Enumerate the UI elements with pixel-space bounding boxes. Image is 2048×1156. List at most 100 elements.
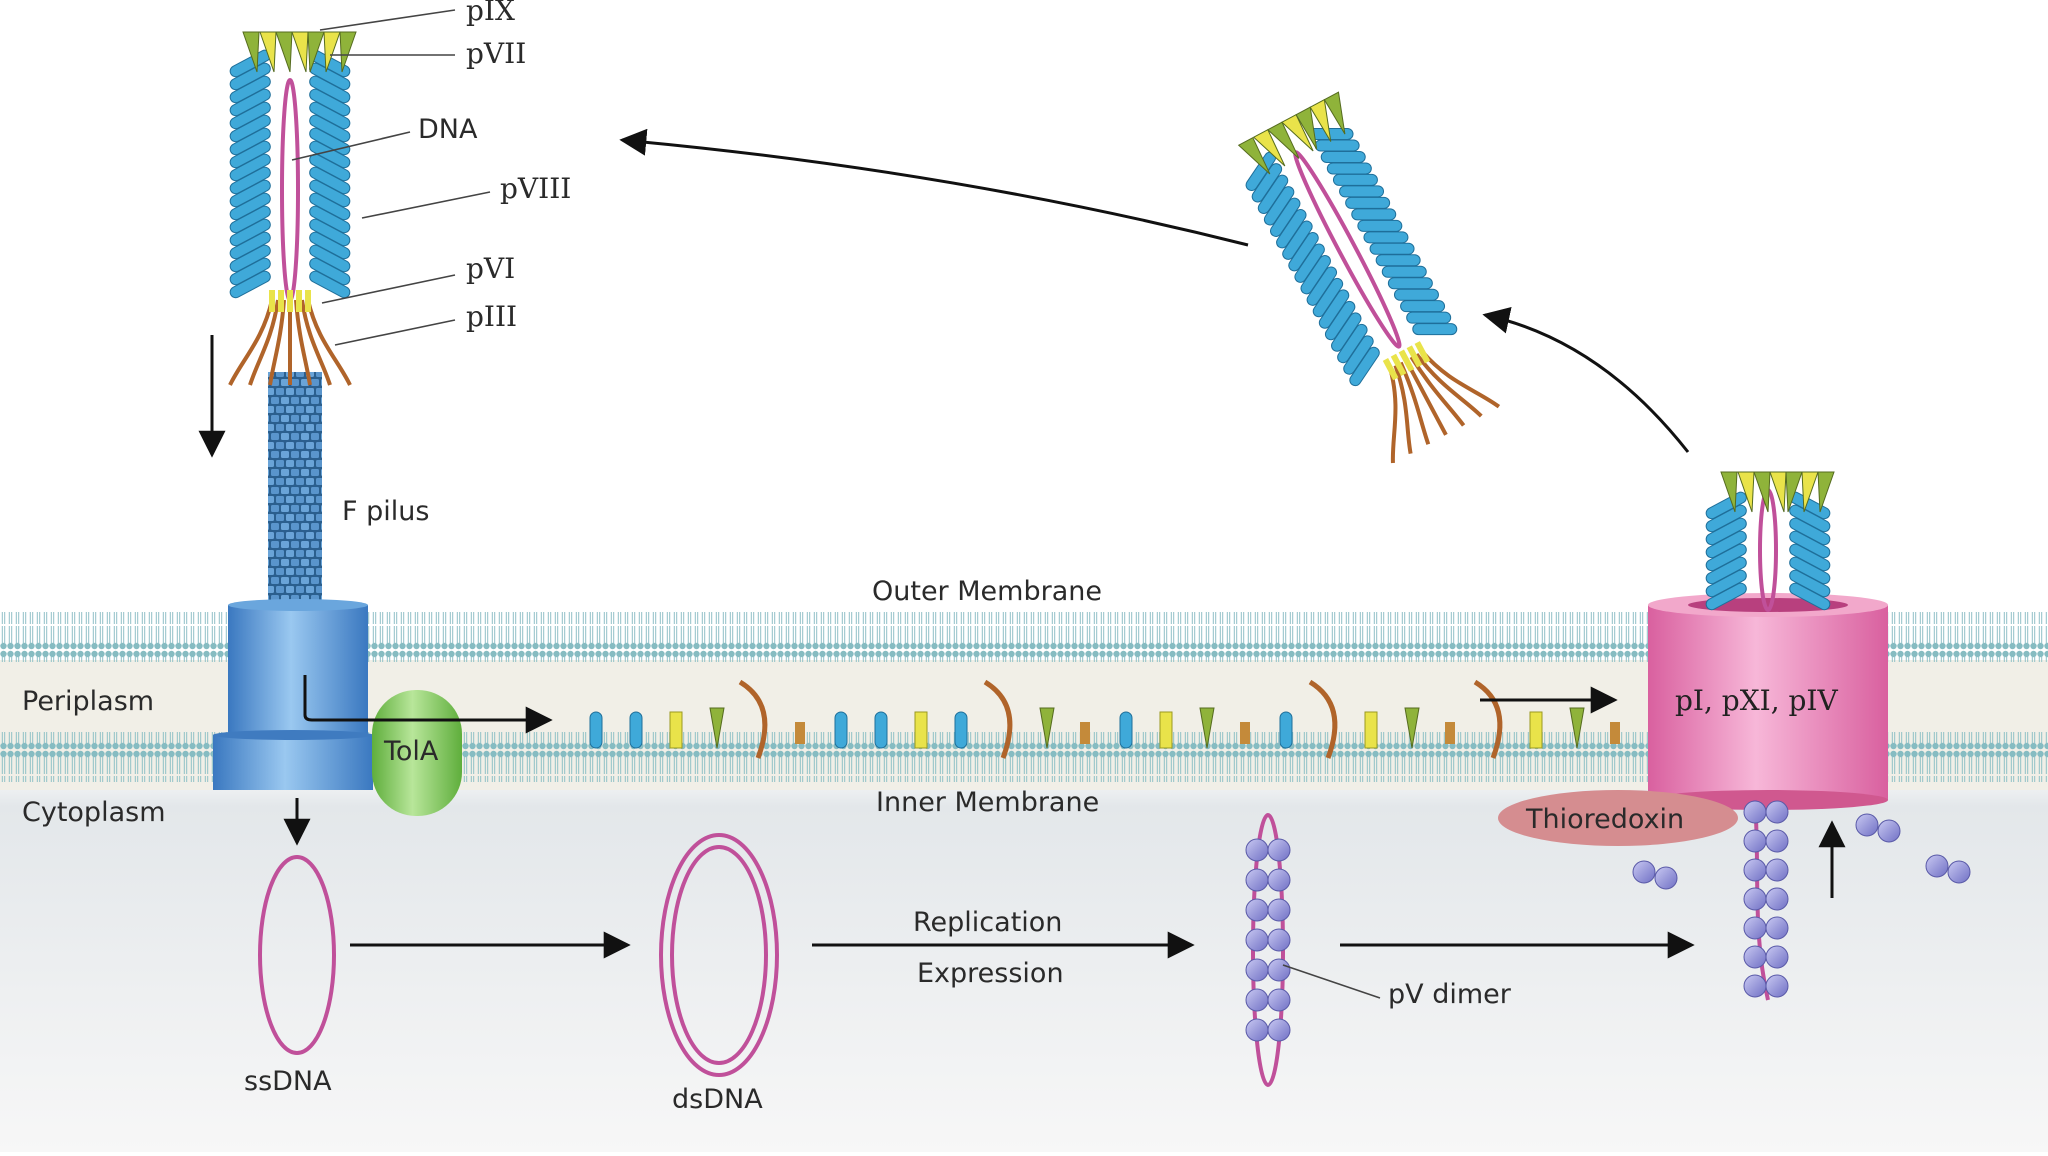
pvi-protein	[1398, 349, 1415, 372]
label-periplasm: Periplasm	[22, 686, 154, 717]
pviii-membrane	[1279, 711, 1293, 749]
piii-protein	[300, 299, 332, 386]
label-f-pilus: F pilus	[342, 496, 429, 527]
pviii-subunit	[1381, 265, 1427, 278]
pvii-protein	[323, 31, 341, 73]
pix-protein	[307, 31, 325, 73]
pix-protein	[1785, 471, 1803, 513]
pv-subunit	[1245, 898, 1269, 922]
pviii-subunit	[229, 270, 271, 299]
pvii-protein	[1309, 98, 1332, 142]
label-pvii: pVII	[466, 37, 526, 70]
pvi-protein	[296, 290, 302, 312]
pv-subunit	[1743, 858, 1767, 882]
f-pilus	[268, 372, 322, 612]
pv-subunit	[1765, 974, 1789, 998]
label-thioredoxin: Thioredoxin	[1525, 804, 1684, 835]
assembly-complex	[1648, 593, 1888, 810]
pv-subunit	[1267, 868, 1291, 892]
pviii-subunit	[1357, 219, 1403, 232]
pviii-subunit	[1375, 254, 1421, 267]
pvi-protein	[1414, 341, 1431, 364]
label-pviii: pVIII	[500, 172, 571, 205]
pv-subunit	[1765, 916, 1789, 940]
pv-subunit	[1765, 858, 1789, 882]
pv-subunit	[1245, 868, 1269, 892]
pvii-protein	[1737, 471, 1755, 513]
pviii-subunit	[1345, 196, 1391, 209]
pv-subunit	[1765, 800, 1789, 824]
pvi-protein	[1382, 357, 1399, 381]
arrow-extrusion	[1482, 306, 1690, 453]
phage-particle-assembling	[1705, 471, 1835, 612]
label-outer-membrane: Outer Membrane	[872, 576, 1102, 607]
pviii-subunit	[1387, 277, 1433, 290]
phage-particle-infecting	[228, 31, 357, 386]
piii-protein	[306, 299, 352, 386]
pv-subunit	[1765, 829, 1789, 853]
piii-protein	[1420, 350, 1501, 409]
pviii-membrane	[954, 711, 968, 749]
flow-arrows	[198, 128, 1846, 959]
pviii-subunit	[1308, 128, 1354, 141]
pix-protein	[1753, 471, 1771, 513]
pv-subunit	[1245, 838, 1269, 862]
pv-subunit	[1267, 838, 1291, 862]
pv-subunit	[1765, 887, 1789, 911]
pv-subunit	[1654, 866, 1678, 890]
pviii-subunit	[1369, 242, 1415, 255]
pviii-subunit	[1412, 323, 1458, 336]
pv-subunit	[1245, 988, 1269, 1012]
pvi-membrane	[1080, 722, 1090, 744]
ssdna-circle	[258, 855, 336, 1055]
piii-membrane	[738, 679, 768, 759]
pix-protein	[275, 31, 293, 73]
pix-membrane	[1039, 707, 1055, 749]
pv-subunit	[1267, 988, 1291, 1012]
pv-subunit	[1267, 898, 1291, 922]
label-pvi: pVI	[466, 252, 515, 285]
pvi-protein	[305, 290, 311, 312]
pviii-subunit	[309, 270, 351, 299]
pv-subunit	[1765, 945, 1789, 969]
label-cytoplasm: Cytoplasm	[22, 797, 166, 828]
pv-subunit	[1267, 1018, 1291, 1042]
pv-subunit	[1743, 945, 1767, 969]
pix-membrane	[1569, 707, 1585, 749]
pv-ssdna-complex	[1245, 813, 1291, 1087]
label-dsdna: dsDNA	[672, 1084, 763, 1115]
pvi-protein	[287, 290, 293, 312]
pv-subunit	[1743, 800, 1767, 824]
pv-subunit	[1743, 974, 1767, 998]
pviii-subunit	[1339, 185, 1385, 198]
piii-membrane	[983, 679, 1013, 759]
pix-protein	[1295, 106, 1318, 150]
pviii-subunit	[1332, 173, 1378, 186]
piii-membrane	[1308, 679, 1338, 759]
pix-membrane	[1404, 707, 1420, 749]
pvii-protein	[259, 31, 277, 73]
pviii-subunit	[1349, 346, 1380, 387]
pv-subunit	[1267, 928, 1291, 952]
pv-subunit	[1743, 887, 1767, 911]
tola-channel-complex	[213, 599, 373, 790]
dsdna-circle	[659, 833, 779, 1077]
label-replication: Replication	[913, 907, 1062, 938]
label-leaders	[291, 9, 1381, 999]
pviii-membrane	[1119, 711, 1133, 749]
thioredoxin-protein	[1498, 790, 1738, 846]
phage-particle-released	[1237, 91, 1501, 464]
piii-protein	[228, 299, 274, 386]
pv-subunit	[1947, 860, 1971, 884]
pix-protein	[1266, 121, 1300, 159]
pvi-protein	[278, 290, 284, 312]
pv-subunit	[1877, 819, 1901, 843]
pix-protein	[339, 31, 357, 73]
label-assembly-complex: pI, pXI, pIV	[1675, 684, 1838, 717]
pvii-membrane	[1364, 711, 1378, 749]
pviii-subunit	[1314, 139, 1360, 152]
pvi-protein	[1390, 353, 1407, 377]
label-pix: pIX	[466, 0, 515, 27]
membrane-coat-proteins	[589, 679, 1620, 759]
label-tola: TolA	[383, 736, 439, 767]
